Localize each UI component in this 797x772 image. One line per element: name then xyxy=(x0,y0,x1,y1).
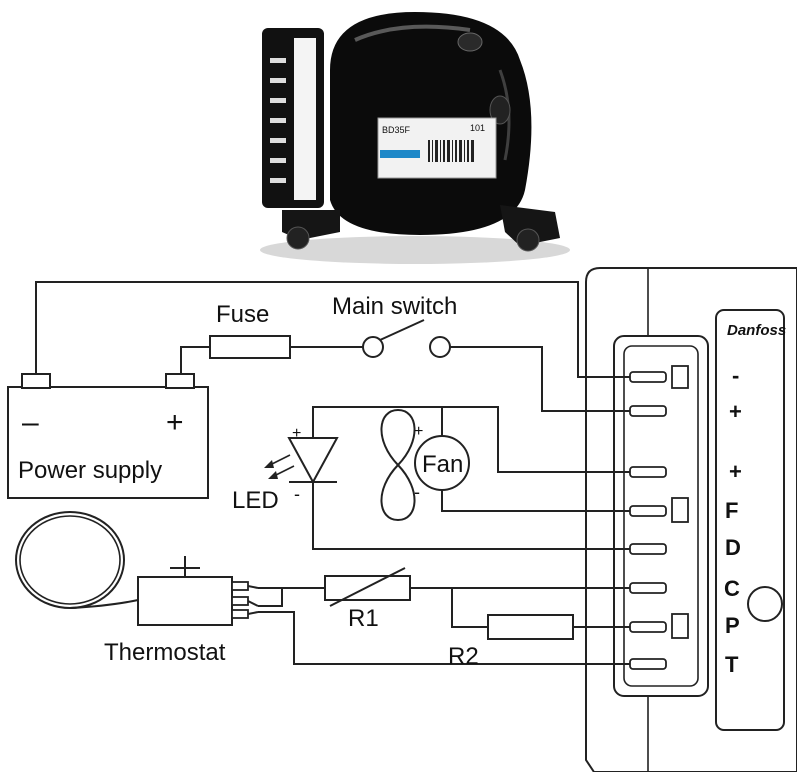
led: + - LED xyxy=(232,425,339,514)
terminal-pin-plus xyxy=(629,405,667,417)
unit-screw-hole xyxy=(747,586,783,622)
terminal-marker-f xyxy=(671,497,689,523)
compressor-shadow xyxy=(260,236,570,264)
compressor-foot-right xyxy=(500,205,560,246)
terminal-marker-p xyxy=(671,613,689,639)
thermostat-lead-3 xyxy=(247,611,259,615)
compressor-photo: BD35F 101 xyxy=(260,12,570,264)
thermostat-terminal-2 xyxy=(231,596,249,606)
thermostat-terminal-1 xyxy=(231,581,249,591)
battery-terminal-minus xyxy=(21,373,51,389)
terminal-strip-inner xyxy=(623,345,699,687)
fan: Fan + - xyxy=(380,408,470,522)
fuse: Fuse xyxy=(209,301,291,359)
terminal-label-plus: + xyxy=(729,399,742,424)
switch-lever xyxy=(379,319,425,341)
thermostat-capillary-coil-inner xyxy=(19,515,121,605)
thermostat-label: Thermostat xyxy=(104,639,226,666)
terminal-label-minus: - xyxy=(732,363,739,388)
r1-adjust-arrow xyxy=(329,567,406,607)
terminal-label-p: P xyxy=(725,613,740,638)
compressor-model-text: BD35F xyxy=(382,125,411,135)
battery-terminal-plus xyxy=(165,373,195,389)
thermostat-lead-1 xyxy=(247,585,259,589)
thermostat-body xyxy=(137,576,233,626)
resistor-r2: R2 xyxy=(448,614,574,670)
led-minus-sign: - xyxy=(294,484,300,504)
terminal-pin-c xyxy=(629,582,667,594)
fan-label: Fan xyxy=(422,451,463,478)
led-ray-arrow-2 xyxy=(268,471,278,479)
terminal-marker-minus xyxy=(671,365,689,389)
fuse-body xyxy=(209,335,291,359)
thermostat-capillary-coil xyxy=(15,511,125,609)
battery-box xyxy=(7,386,209,499)
led-label: LED xyxy=(232,487,279,514)
compressor-serial-text: 101 xyxy=(470,123,485,133)
electronic-unit-pins xyxy=(270,58,286,183)
led-diode-triangle xyxy=(287,437,339,485)
r2-body xyxy=(487,614,574,640)
terminal-pin-t xyxy=(629,658,667,670)
resistor-r1: R1 xyxy=(324,567,411,632)
terminal-pin-p xyxy=(629,621,667,633)
battery-plus-sign: + xyxy=(166,406,184,439)
electronic-unit-panel xyxy=(294,38,316,200)
grommet-left xyxy=(286,226,310,250)
thermostat-lead-2 xyxy=(247,600,259,607)
thermostat: Thermostat xyxy=(15,511,259,666)
terminal-label-t: T xyxy=(725,652,739,677)
led-plus-sign: + xyxy=(292,425,301,442)
wires xyxy=(35,281,630,665)
fan-plus-sign: + xyxy=(414,423,423,440)
terminal-label-d: D xyxy=(725,535,741,560)
main-switch-label: Main switch xyxy=(332,293,457,320)
terminal-label-f: F xyxy=(725,498,738,523)
wire-switch-positive xyxy=(450,346,630,412)
wire-led-fan-plus xyxy=(312,406,630,473)
compressor-sticker-stripe xyxy=(380,150,420,158)
compressor-barcode xyxy=(428,140,474,162)
compressor-highlight xyxy=(354,24,471,42)
r1-label: R1 xyxy=(348,605,379,632)
electronic-unit-drawing: Danfoss - + + F D C P T xyxy=(585,267,797,772)
wire-thermostat-t xyxy=(258,611,630,665)
label-panel xyxy=(715,309,785,731)
thermostat-capillary-lead xyxy=(69,599,139,609)
compressor-port-top xyxy=(457,32,483,52)
wire-battery-fuse xyxy=(180,346,210,374)
wire-negative xyxy=(35,281,630,378)
r2-label: R2 xyxy=(448,643,479,670)
terminal-pin-d xyxy=(629,543,667,555)
fan-propeller xyxy=(380,408,416,522)
terminal-pin-f xyxy=(629,505,667,517)
grommet-right xyxy=(516,228,540,252)
terminal-pin-fan-plus xyxy=(629,466,667,478)
fan-minus-sign: - xyxy=(414,482,420,502)
battery-minus-sign: – xyxy=(22,406,39,439)
switch-contact-left xyxy=(362,336,384,358)
terminal-pin-minus xyxy=(629,371,667,383)
main-switch: Main switch xyxy=(332,293,457,358)
brand-logo: Danfoss xyxy=(727,322,786,339)
thermostat-terminal-3 xyxy=(231,609,249,619)
wire-r2-left xyxy=(451,588,488,628)
fan-motor xyxy=(414,435,470,491)
fuse-label: Fuse xyxy=(216,301,269,328)
power-supply: – + Power supply xyxy=(7,373,209,499)
switch-contact-right xyxy=(429,336,451,358)
terminal-label-fan-plus: + xyxy=(729,459,742,484)
wire-led-d xyxy=(312,482,630,550)
led-ray-arrow-1 xyxy=(264,460,274,468)
power-supply-label: Power supply xyxy=(18,457,162,484)
wire-fan-f xyxy=(441,490,630,512)
wire-thermostat-mid xyxy=(258,588,283,607)
terminal-label-c: C xyxy=(724,576,740,601)
compressor-port-side xyxy=(489,95,511,125)
